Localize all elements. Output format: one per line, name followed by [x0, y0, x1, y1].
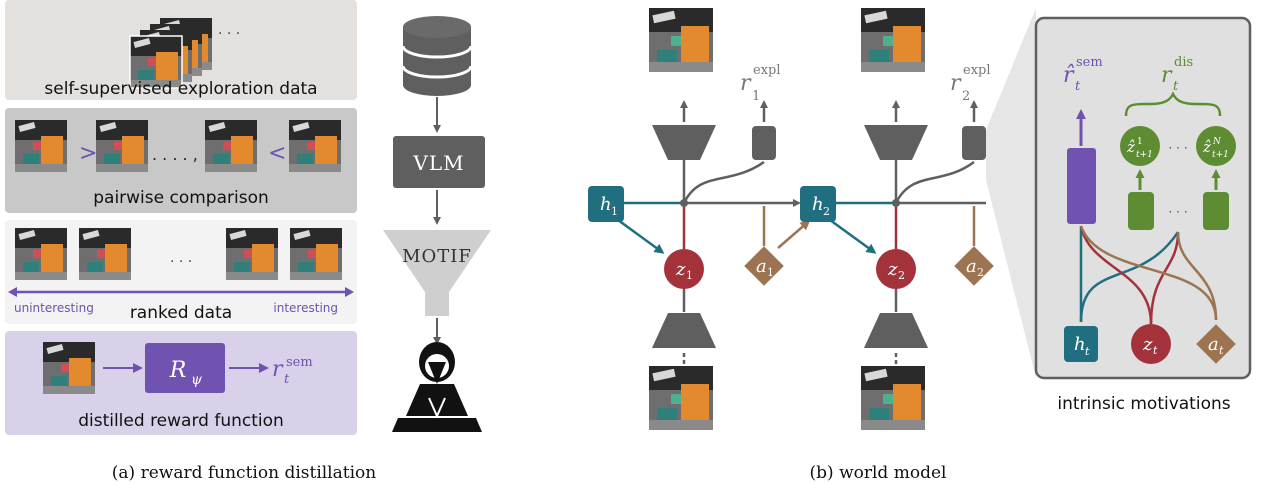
expl-head-1: [752, 126, 776, 160]
h2-node: [800, 186, 836, 222]
decoder-1: [652, 125, 716, 160]
distilled-label: distilled reward function: [78, 411, 284, 431]
vlm-box: [393, 136, 485, 188]
ht-label: h: [1074, 334, 1086, 355]
rdis-sup: dis: [1174, 55, 1193, 70]
reward-model-sub: ψ: [191, 372, 203, 388]
stack-ellipsis: . . .: [218, 22, 240, 38]
z2-label: z: [887, 259, 898, 280]
r1-expl: r: [740, 71, 752, 96]
a1-label: a: [756, 256, 767, 277]
head-dots: · · ·: [1168, 205, 1187, 219]
lt-sign: <: [268, 141, 286, 166]
h1-sub: 1: [611, 205, 618, 218]
h1-label: h: [600, 194, 612, 215]
r1-expl-sub: 1: [752, 89, 760, 104]
encoder-1: [652, 313, 716, 348]
rsem-hat-sub: t: [1075, 79, 1081, 94]
zoom-wedge: [986, 8, 1036, 378]
r1-expl-sup: expl: [753, 63, 781, 78]
ranked-label: ranked data: [130, 303, 232, 323]
rsem-output-sub: t: [284, 372, 290, 387]
z2-node: [876, 249, 916, 289]
zhat-1-node: [1120, 126, 1160, 166]
database-icon: [401, 16, 473, 96]
interesting-label: interesting: [273, 301, 338, 315]
disagreement-head-n: [1203, 192, 1229, 230]
rdis-sub: t: [1173, 79, 1179, 94]
ranked-ellipsis: . . .: [170, 250, 192, 266]
caption-b: (b) world model: [810, 463, 947, 483]
monk-icon: [392, 342, 482, 432]
r2-expl: r: [950, 71, 962, 96]
motif-label: MOTIF: [402, 246, 472, 267]
zhat-n-sup: N: [1212, 137, 1222, 147]
panel-distilled: R ψ r sem t distilled reward function: [5, 331, 357, 435]
caption-a: (a) reward function distillation: [112, 463, 376, 483]
funnel-icon: [383, 230, 491, 316]
z1-sub: 1: [686, 269, 693, 282]
pair-ellipsis: . . . . ,: [152, 145, 198, 164]
r2-expl-sup: expl: [963, 63, 991, 78]
rsem-hat-sup: sem: [1076, 55, 1103, 70]
a2-node: [954, 246, 994, 286]
z1-label: z: [675, 259, 686, 280]
encoder-2: [864, 313, 928, 348]
rsem-output: r: [272, 357, 284, 382]
rdis: r: [1161, 63, 1173, 88]
disagreement-head-1: [1128, 192, 1154, 230]
zt-sub: t: [1153, 344, 1158, 357]
at-label: a: [1208, 334, 1219, 355]
ht-node: [1064, 326, 1098, 362]
gt-sign: >: [79, 141, 97, 166]
at-sub: t: [1219, 344, 1224, 357]
zhat-1-label: ẑ: [1126, 138, 1135, 156]
a2-label: a: [966, 256, 977, 277]
zhat-dots: · · ·: [1168, 141, 1187, 155]
panel-ranked: . . . uninteresting interesting ranked d…: [5, 220, 357, 324]
panel-exploration: . . . self-supervised exploration data: [5, 0, 357, 100]
z1-node: [664, 249, 704, 289]
pairwise-label: pairwise comparison: [93, 188, 269, 208]
zhat-n-sub: t+1: [1212, 150, 1229, 160]
reward-model-box: [145, 343, 225, 393]
h2-sub: 2: [823, 205, 830, 218]
expl-head-2: [962, 126, 986, 160]
semantic-head: [1067, 148, 1096, 224]
a1-node: [744, 246, 784, 286]
decoder-2: [864, 125, 928, 160]
vlm-label: VLM: [412, 151, 464, 175]
a2-sub: 2: [977, 266, 984, 279]
h2-label: h: [812, 194, 824, 215]
zhat-1-sup: 1: [1137, 137, 1143, 147]
rsem-output-sup: sem: [286, 355, 313, 370]
rsem-hat: r̂: [1063, 63, 1075, 88]
ht-sub: t: [1085, 345, 1090, 358]
zt-node: [1131, 324, 1171, 364]
uninteresting-label: uninteresting: [14, 301, 94, 315]
reward-model-label: R: [169, 358, 187, 383]
zhat-1-sub: t+1: [1136, 150, 1153, 160]
zhat-n-label: ẑ: [1202, 138, 1211, 156]
h1-node: [588, 186, 624, 222]
r2-expl-sub: 2: [962, 89, 970, 104]
zhat-n-node: [1196, 126, 1236, 166]
brace: [1124, 91, 1222, 117]
zt-label: z: [1142, 334, 1153, 355]
exploration-label: self-supervised exploration data: [44, 79, 317, 99]
intrinsic-label: intrinsic motivations: [1057, 394, 1230, 414]
z2-sub: 2: [898, 269, 905, 282]
panel-pairwise: > . . . . , < pairwise comparison: [5, 108, 357, 213]
a1-sub: 1: [767, 266, 774, 279]
